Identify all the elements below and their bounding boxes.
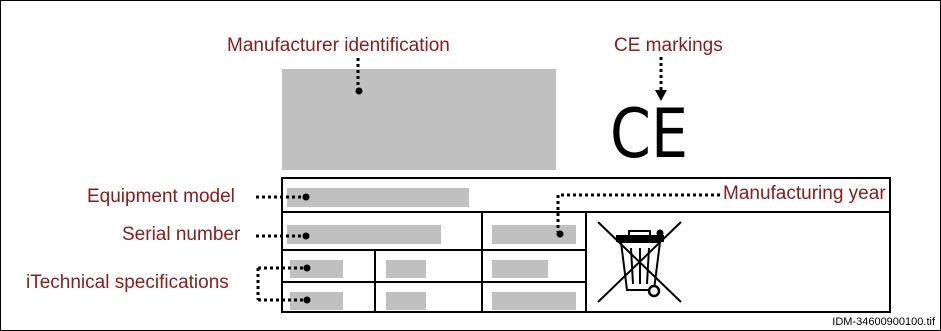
leader-lines [256,57,720,302]
ce-arrow-head [655,90,667,101]
tech-spec-field-1b [386,260,426,278]
tech-spec-field-1c [492,260,548,278]
serial-number-label: Serial number [122,224,241,245]
manufacturing-year-label: Manufacturing year [723,183,886,204]
ce-markings-label: CE markings [614,35,723,56]
serial-number-field [287,225,441,244]
manufacturing-year-field [492,225,576,244]
leader-manufacturing-year [556,193,720,232]
tech-spec-field-2c [492,292,576,310]
manufacturer-identification-label: Manufacturer identification [227,35,450,56]
manufacturer-id-area [282,69,556,170]
equipment-model-label: Equipment model [87,186,235,207]
ce-mark: CE [610,95,688,174]
equipment-model-field [287,188,469,207]
figure-id: IDM-34600900100.tif [832,316,935,328]
crossed-out-wheelie-bin-icon [597,221,682,303]
leader-dots [302,87,564,304]
tech-spec-field-2a [290,292,343,310]
tech-spec-field-1a [290,260,343,278]
technical-specifications-label: iTechnical specifications [26,272,229,293]
tech-spec-field-2b [386,292,426,310]
